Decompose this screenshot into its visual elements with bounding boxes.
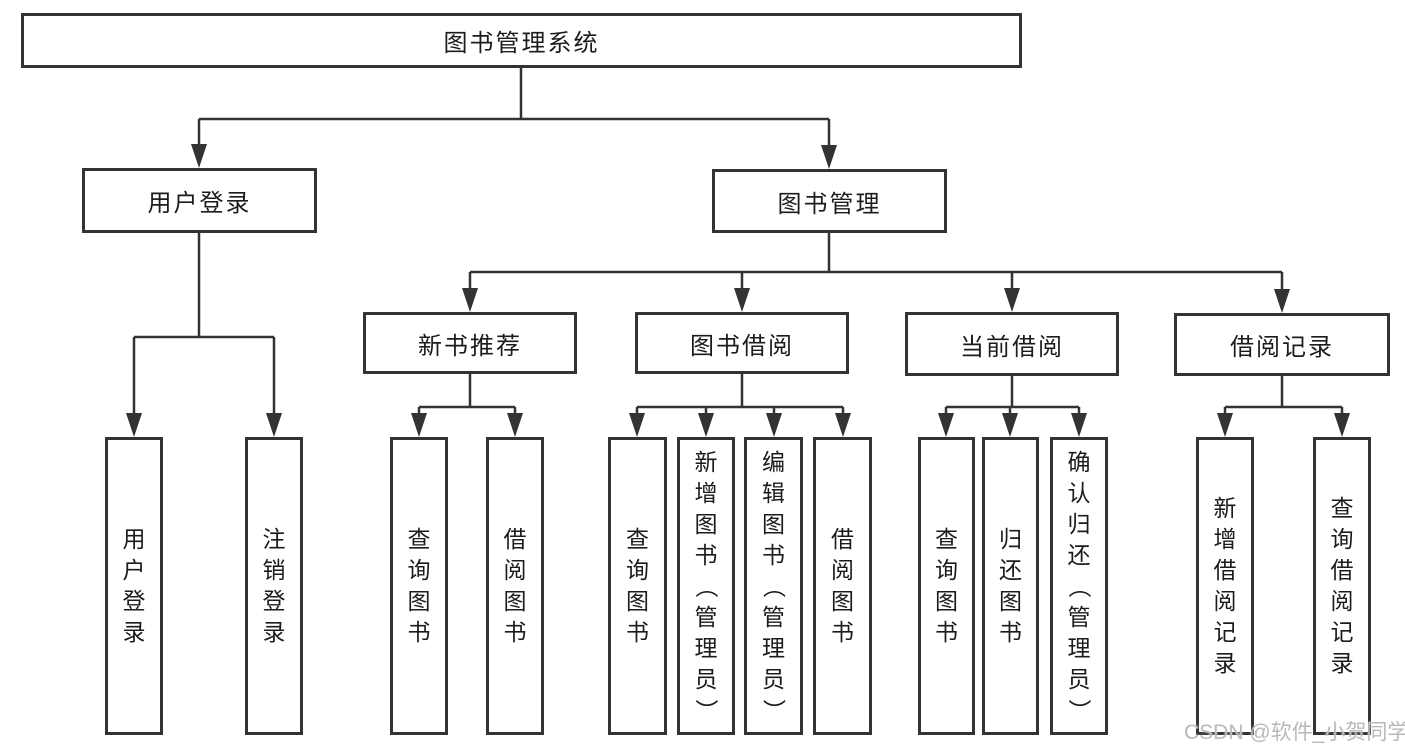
node-borrowing-records: 借阅记录 — [1174, 313, 1390, 376]
csdn-watermark: CSDN @软件_小贺同学 — [1184, 721, 1405, 744]
node-current-borrowing: 当前借阅 — [905, 312, 1119, 376]
leaf-add-books-admin: 新增图书（管理员） — [677, 437, 735, 735]
leaf-recommend-query-books: 查询图书 — [390, 437, 448, 735]
node-user-login: 用户登录 — [82, 168, 317, 233]
leaf-user-login: 用户登录 — [105, 437, 163, 735]
leaf-logout: 注销登录 — [245, 437, 303, 735]
leaf-recommend-borrow-books: 借阅图书 — [486, 437, 544, 735]
leaf-confirm-return-admin: 确认归还（管理员） — [1050, 437, 1108, 735]
leaf-borrow-books: 借阅图书 — [813, 437, 872, 735]
leaf-return-books: 归还图书 — [982, 437, 1039, 735]
leaf-add-borrow-record: 新增借阅记录 — [1196, 437, 1254, 735]
arrowheads — [126, 144, 1350, 437]
node-root-library-system: 图书管理系统 — [21, 13, 1022, 68]
leaf-edit-books-admin: 编辑图书（管理员） — [744, 437, 803, 735]
leaf-query-borrow-record: 查询借阅记录 — [1313, 437, 1371, 735]
node-book-management: 图书管理 — [712, 169, 947, 233]
leaf-current-query-books: 查询图书 — [918, 437, 975, 735]
leaf-borrow-query-books: 查询图书 — [608, 437, 667, 735]
node-book-borrowing: 图书借阅 — [635, 312, 849, 374]
node-new-book-recommend: 新书推荐 — [363, 312, 577, 374]
